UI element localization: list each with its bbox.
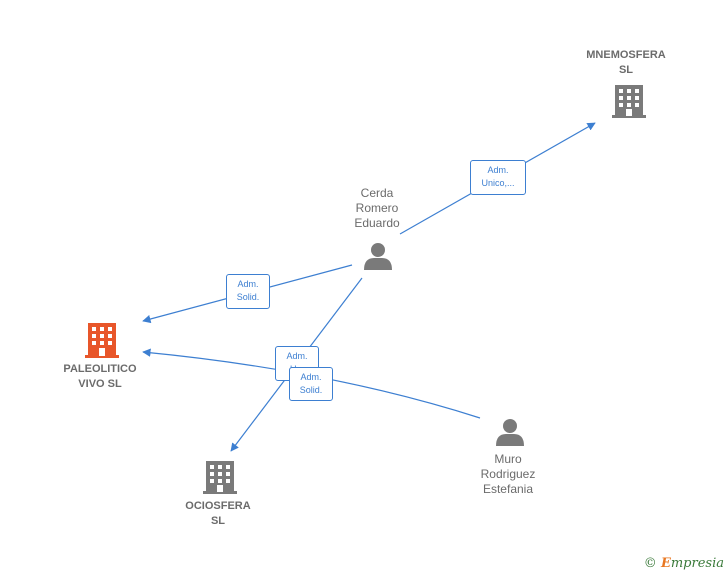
node-label-cerda[interactable]: Cerda Romero Eduardo (354, 186, 400, 230)
copyright-notice: © Empresia (644, 556, 724, 571)
edge-label-cerda-mnemosfera[interactable]: Adm. Unico,... (470, 160, 526, 195)
copyright-icon: © (643, 556, 657, 571)
edge-label-muro-paleolitico[interactable]: Adm. Solid. (289, 367, 333, 401)
node-label-paleolitico[interactable]: PALEOLITICO VIVO SL (63, 363, 137, 390)
brand-logo-text: mpresia (670, 556, 724, 571)
node-label-muro[interactable]: Muro Rodriguez Estefania (480, 452, 536, 496)
person-icon[interactable] (496, 419, 524, 446)
building-icon[interactable] (85, 323, 119, 358)
node-label-ociosfera[interactable]: OCIOSFERA SL (185, 500, 251, 527)
person-icon[interactable] (364, 243, 392, 270)
brand-logo-letter: E (660, 556, 671, 571)
building-icon[interactable] (612, 85, 646, 118)
edge-label-cerda-paleolitico[interactable]: Adm. Solid. (226, 274, 270, 309)
node-label-mnemosfera[interactable]: MNEMOSFERA SL (586, 49, 666, 76)
building-icon[interactable] (203, 461, 237, 494)
